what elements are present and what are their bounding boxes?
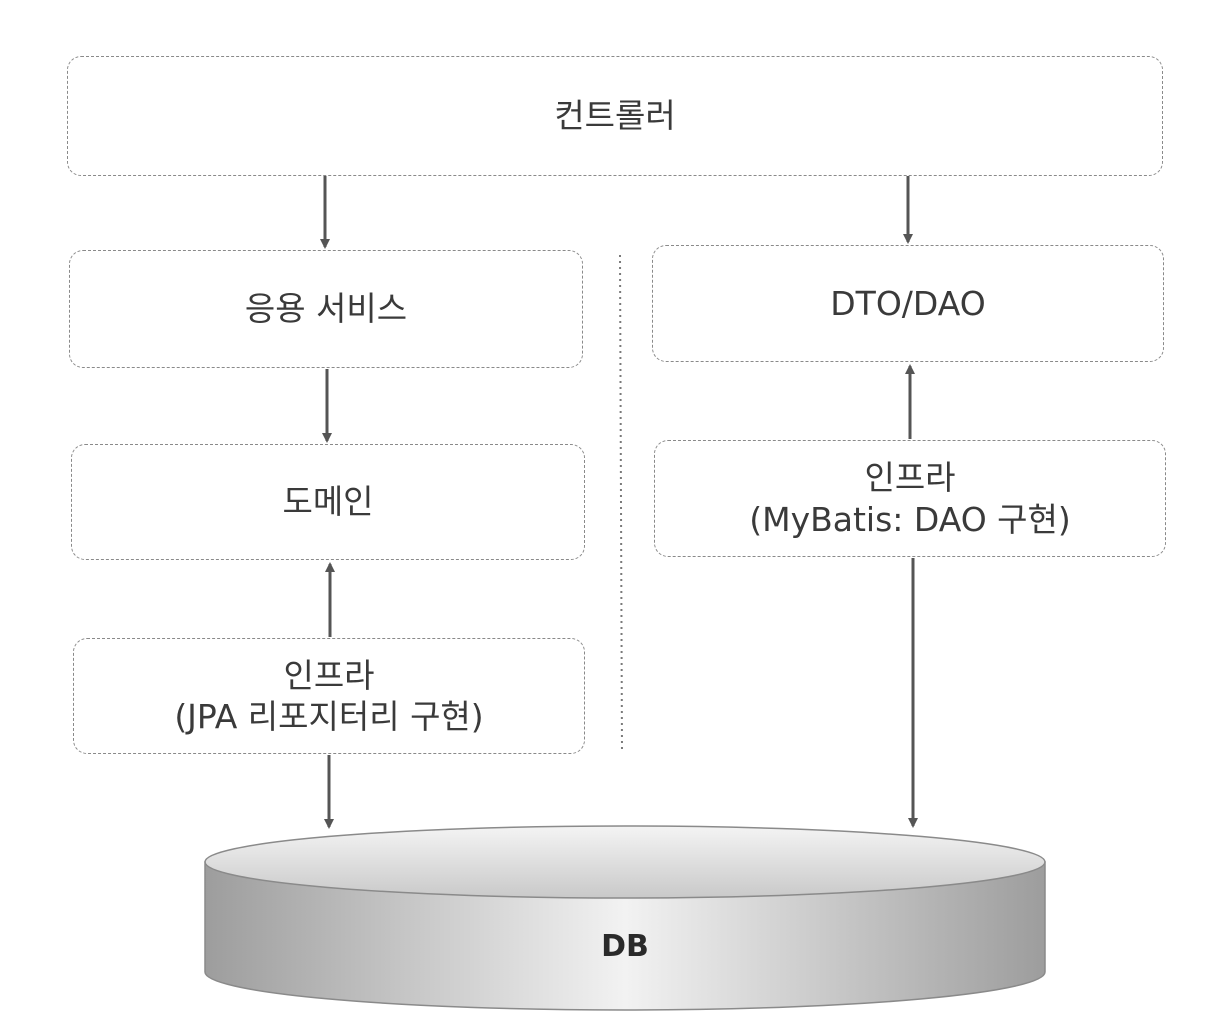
jpa-infra-title: 인프라 (283, 655, 375, 695)
mybatis-infra-subtitle: (MyBatis: DAO 구현) (749, 499, 1071, 539)
database-cylinder: DB (204, 825, 1046, 1011)
controller-box: 컨트롤러 (67, 56, 1163, 176)
column-divider (619, 254, 623, 753)
dto-dao-box: DTO/DAO (652, 245, 1164, 362)
app-service-label: 응용 서비스 (244, 289, 408, 329)
jpa-infra-box: 인프라 (JPA 리포지터리 구현) (73, 638, 585, 754)
mybatis-infra-title: 인프라 (864, 458, 956, 498)
domain-box: 도메인 (71, 444, 585, 560)
domain-label: 도메인 (282, 482, 374, 522)
database-top (204, 825, 1046, 899)
controller-label: 컨트롤러 (554, 96, 676, 136)
jpa-infra-subtitle: (JPA 리포지터리 구현) (174, 697, 484, 736)
app-service-box: 응용 서비스 (69, 250, 583, 368)
mybatis-infra-box: 인프라 (MyBatis: DAO 구현) (654, 440, 1166, 557)
database-side (204, 861, 1046, 1011)
dto-dao-label: DTO/DAO (830, 283, 986, 323)
database-label: DB (601, 929, 649, 964)
